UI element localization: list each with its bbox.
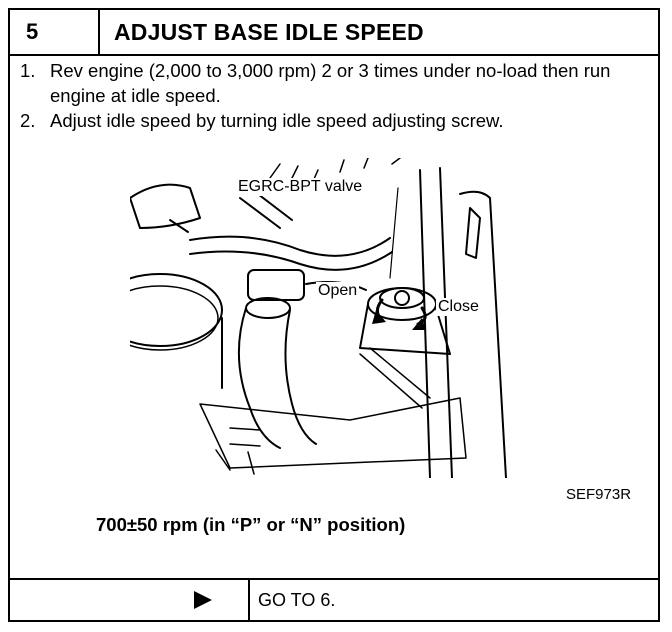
instruction-number: 2.	[20, 110, 36, 131]
figure-code: SEF973R	[566, 486, 632, 503]
instruction-text: Rev engine (2,000 to 3,000 rpm) 2 or 3 t…	[50, 60, 611, 106]
label-egrc-bpt-valve: EGRC-BPT valve	[236, 178, 365, 196]
next-step-link[interactable]: GO TO 6.	[258, 590, 336, 610]
instruction-item: 2. Adjust idle speed by turning idle spe…	[20, 108, 650, 133]
step-title: ADJUST BASE IDLE SPEED	[114, 19, 424, 45]
engine-illustration: EGRC-BPT valve Open Close	[97, 157, 510, 479]
idle-speed-spec: 700±50 rpm (in “P” or “N” position)	[96, 514, 406, 535]
right-triangle-icon	[194, 591, 212, 609]
header-row: 5 ADJUST BASE IDLE SPEED	[10, 10, 658, 56]
label-close: Close	[436, 298, 481, 316]
instruction-text: Adjust idle speed by turning idle speed …	[50, 110, 504, 131]
procedure-table: 5 ADJUST BASE IDLE SPEED 1. Rev engine (…	[8, 8, 660, 622]
engine-bay-drawing	[97, 157, 507, 479]
step-number: 5	[10, 10, 100, 54]
instruction-number: 1.	[20, 60, 36, 81]
instruction-list: 1. Rev engine (2,000 to 3,000 rpm) 2 or …	[20, 58, 650, 133]
instruction-item: 1. Rev engine (2,000 to 3,000 rpm) 2 or …	[20, 58, 650, 108]
label-open: Open	[316, 282, 360, 300]
footer-row: GO TO 6.	[10, 578, 658, 620]
arrow-cell	[10, 580, 250, 620]
